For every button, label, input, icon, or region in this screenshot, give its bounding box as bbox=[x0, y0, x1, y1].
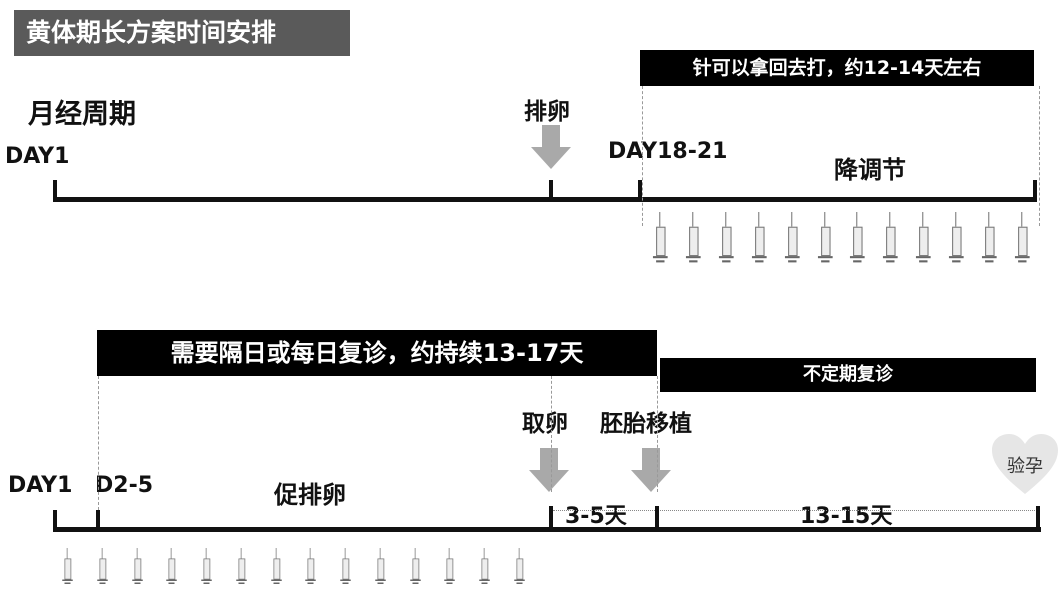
days-13-15-label: 13-15天 bbox=[800, 504, 893, 529]
top-tick-day18 bbox=[638, 180, 642, 200]
top-timeline bbox=[53, 197, 1037, 202]
bottom-timeline bbox=[53, 527, 1041, 532]
top-tick-ovulation bbox=[549, 180, 553, 200]
d2-5-label: D2-5 bbox=[95, 473, 154, 498]
day1-label: DAY1 bbox=[5, 144, 70, 169]
top-dash-left bbox=[642, 86, 643, 226]
bottom-tick-d2-5 bbox=[96, 510, 100, 530]
followup-bar: 不定期复诊 bbox=[660, 358, 1036, 392]
downregulation-label: 降调节 bbox=[834, 156, 906, 184]
bottom-dash-retrieval bbox=[551, 376, 552, 492]
bottom-dash-transfer bbox=[657, 376, 658, 492]
day18-21-label: DAY18-21 bbox=[608, 139, 728, 164]
bottom-info-bar: 需要隔日或每日复诊，约持续13-17天 bbox=[97, 330, 657, 376]
heart-icon bbox=[992, 434, 1058, 494]
top-tick-end bbox=[1033, 180, 1037, 200]
cycle-label: 月经周期 bbox=[28, 99, 136, 130]
bottom-tick-end bbox=[1036, 506, 1040, 530]
retrieval-label: 取卵 bbox=[522, 411, 568, 437]
bottom-tick-transfer bbox=[655, 506, 659, 530]
bottom-tick-retrieval bbox=[549, 506, 553, 530]
transfer-label: 胚胎移植 bbox=[600, 411, 692, 437]
diagram-title: 黄体期长方案时间安排 bbox=[14, 10, 350, 56]
days-3-5-label: 3-5天 bbox=[565, 504, 627, 529]
top-tick-day1 bbox=[53, 180, 57, 200]
stimulation-label: 促排卵 bbox=[274, 481, 346, 509]
ovulation-label: 排卵 bbox=[524, 99, 570, 125]
bottom-day1-label: DAY1 bbox=[8, 473, 73, 498]
bottom-tick-day1 bbox=[53, 510, 57, 530]
bottom-dash-d2-5 bbox=[98, 376, 99, 510]
top-info-bar: 针可以拿回去打，约12-14天左右 bbox=[640, 50, 1034, 86]
dotted-interval-line bbox=[553, 510, 1037, 511]
pregnancy-test-label: 验孕 bbox=[1007, 456, 1043, 477]
top-dash-right bbox=[1039, 86, 1040, 226]
